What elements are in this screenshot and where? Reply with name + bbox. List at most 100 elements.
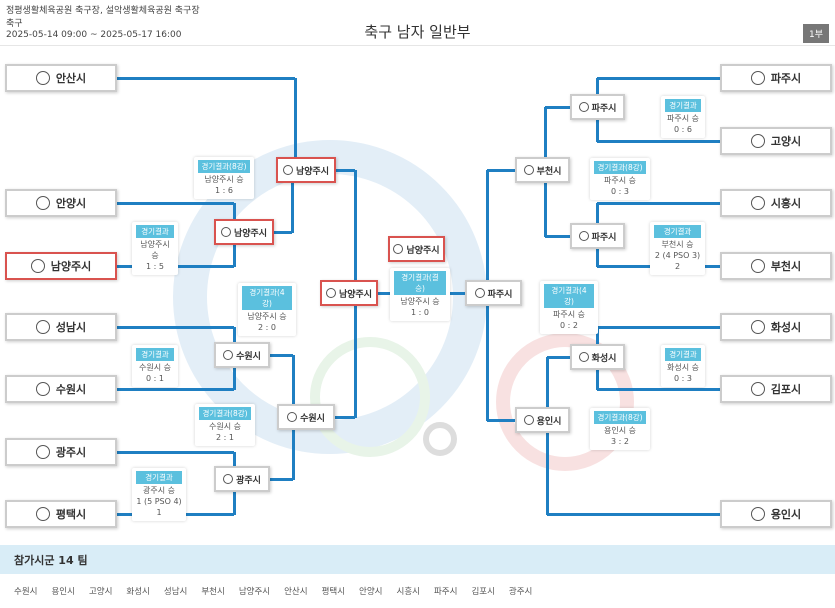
bracket-line: [597, 77, 720, 80]
team-box[interactable]: 용인시: [720, 500, 832, 528]
match-winner-node[interactable]: 남양주시: [214, 219, 274, 245]
team-box[interactable]: 김포시: [720, 375, 832, 403]
participant-item[interactable]: 화성시: [126, 587, 150, 597]
participant-item[interactable]: 용인시: [51, 587, 75, 597]
match-winner-node[interactable]: 남양주시: [320, 280, 378, 306]
participant-item[interactable]: 부천시: [201, 587, 225, 597]
team-box[interactable]: 안산시: [5, 64, 117, 92]
team-logo-icon: [750, 71, 765, 85]
participant-item[interactable]: 수원시: [14, 587, 38, 597]
bracket-line: [117, 202, 234, 205]
bracket-line: [596, 203, 599, 225]
team-box[interactable]: 화성시: [720, 313, 832, 341]
team-name: 부천시: [770, 260, 802, 273]
match-winner-node[interactable]: 수원시: [277, 404, 335, 430]
team-logo-icon: [223, 474, 234, 484]
team-box[interactable]: 고양시: [720, 127, 832, 155]
bracket-line: [546, 432, 549, 515]
participants-panel: 참가시군 14 팀 수원시 용인시 고양시 화성시 성남시 부천시 남양주시 안산시 평택시 안양…: [0, 545, 835, 605]
team-logo-icon: [578, 231, 589, 241]
team-box[interactable]: 성남시: [5, 313, 117, 341]
result-badge: 경기결과: [136, 348, 174, 361]
match-winner-node[interactable]: 화성시: [570, 344, 625, 370]
participant-item[interactable]: 파주시: [433, 587, 458, 597]
bracket-line: [233, 367, 236, 390]
team-box[interactable]: 파주시: [720, 64, 832, 92]
team-name: 안산시: [55, 72, 87, 85]
result-winner: 남양주시 승: [140, 240, 170, 260]
team-logo-icon: [287, 412, 298, 422]
result-score: 1 : 5: [146, 262, 164, 271]
team-logo-icon: [35, 507, 50, 521]
team-box[interactable]: 부천시: [720, 252, 832, 280]
bracket-line: [354, 170, 357, 282]
bracket-line: [233, 203, 236, 221]
participant-item[interactable]: 남양주시: [238, 587, 271, 597]
team-logo-icon: [523, 415, 534, 425]
match-winner-node[interactable]: 광주시: [214, 466, 270, 492]
result-score: 0 : 3: [611, 187, 629, 196]
team-logo-icon: [578, 352, 589, 362]
team-box[interactable]: 안양시: [5, 189, 117, 217]
team-name: 성남시: [55, 321, 87, 334]
team-name: 파주시: [770, 72, 802, 85]
match-winner-node[interactable]: 수원시: [214, 342, 270, 368]
team-name: 평택시: [55, 508, 87, 521]
result-winner: 남양주시 승: [247, 312, 287, 321]
participant-item[interactable]: 성남시: [163, 587, 188, 597]
page-title: 축구 남자 일반부: [364, 23, 471, 41]
participant-item[interactable]: 김포시: [471, 587, 495, 597]
participant-item[interactable]: 광주시: [508, 587, 533, 597]
bracket-line: [596, 327, 599, 346]
team-box[interactable]: 수원시: [5, 375, 117, 403]
result-winner: 용인시 승: [604, 426, 636, 435]
division-badge[interactable]: 1부: [802, 24, 829, 43]
result-winner: 남양주시 승: [204, 175, 244, 184]
match-winner-node[interactable]: 부천시: [515, 157, 570, 183]
bracket-line: [597, 326, 720, 329]
team-box[interactable]: 남양주시: [5, 252, 117, 280]
match-winner-node[interactable]: 파주시: [570, 94, 625, 120]
match-winner-node[interactable]: 파주시: [465, 280, 522, 306]
bracket-line: [547, 513, 720, 516]
team-box[interactable]: 광주시: [5, 438, 117, 466]
result-badge: 경기결과(8강): [594, 411, 646, 424]
participant-item[interactable]: 평택시: [321, 587, 346, 597]
participants-title: 참가시군 14 팀: [0, 545, 835, 574]
participant-item[interactable]: 고양시: [88, 587, 113, 597]
match-winner-node[interactable]: 남양주시: [388, 236, 445, 262]
bracket-line: [335, 416, 355, 419]
team-logo-icon: [35, 382, 50, 396]
team-logo-icon: [393, 244, 404, 254]
result-winner: 수원시 승: [209, 422, 241, 431]
bracket-line: [596, 119, 599, 142]
team-name: 용인시: [536, 416, 562, 427]
team-box[interactable]: 평택시: [5, 500, 117, 528]
team-box[interactable]: 시흥시: [720, 189, 832, 217]
team-logo-icon: [220, 227, 231, 237]
match-winner-node[interactable]: 남양주시: [276, 157, 336, 183]
match-winner-node[interactable]: 용인시: [515, 407, 570, 433]
team-logo-icon: [30, 259, 45, 273]
participant-item[interactable]: 시흥시: [396, 587, 420, 597]
bracket-line: [597, 202, 720, 205]
bracket-line: [233, 244, 236, 267]
bracket-line: [233, 327, 236, 344]
participant-item[interactable]: 안산시: [284, 587, 308, 597]
match-winner-node[interactable]: 파주시: [570, 223, 625, 249]
participant-item[interactable]: 안양시: [359, 587, 383, 597]
team-name: 남양주시: [233, 228, 268, 239]
